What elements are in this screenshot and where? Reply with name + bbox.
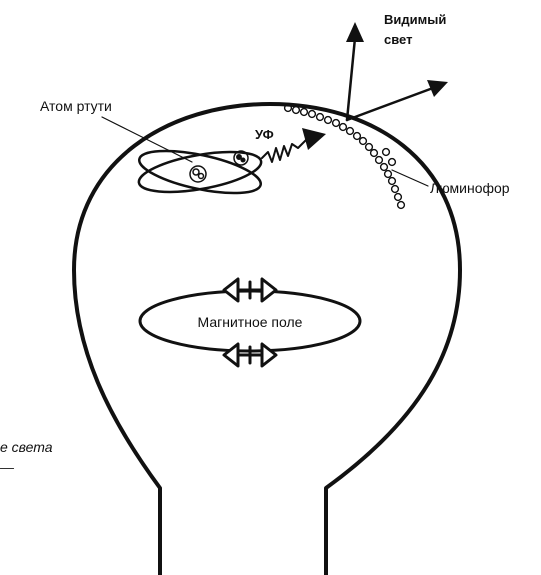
arrow-head-icon bbox=[346, 22, 364, 42]
visible-light-label-line2: свет bbox=[384, 32, 412, 47]
atom-nucleus-icon bbox=[190, 166, 206, 182]
double-arrow-icon bbox=[224, 344, 276, 366]
arrow-head-icon bbox=[302, 128, 326, 150]
double-arrow-icon bbox=[224, 279, 276, 301]
phosphor-coating bbox=[285, 105, 405, 209]
magnetic-field-label: Магнитное поле bbox=[198, 314, 303, 330]
phosphor-label: Люминофор bbox=[430, 180, 510, 196]
phosphor-leader bbox=[392, 170, 428, 186]
cut-caption-line2: — bbox=[0, 459, 15, 475]
visible-light-label-line1: Видимый bbox=[384, 12, 446, 27]
mercury-atom bbox=[136, 142, 264, 201]
cut-caption-line1: е света bbox=[0, 439, 53, 455]
uv-label: УФ bbox=[255, 127, 274, 142]
mercury-atom-label: Атом ртути bbox=[40, 98, 112, 114]
mercury-atom-leader bbox=[102, 117, 192, 162]
